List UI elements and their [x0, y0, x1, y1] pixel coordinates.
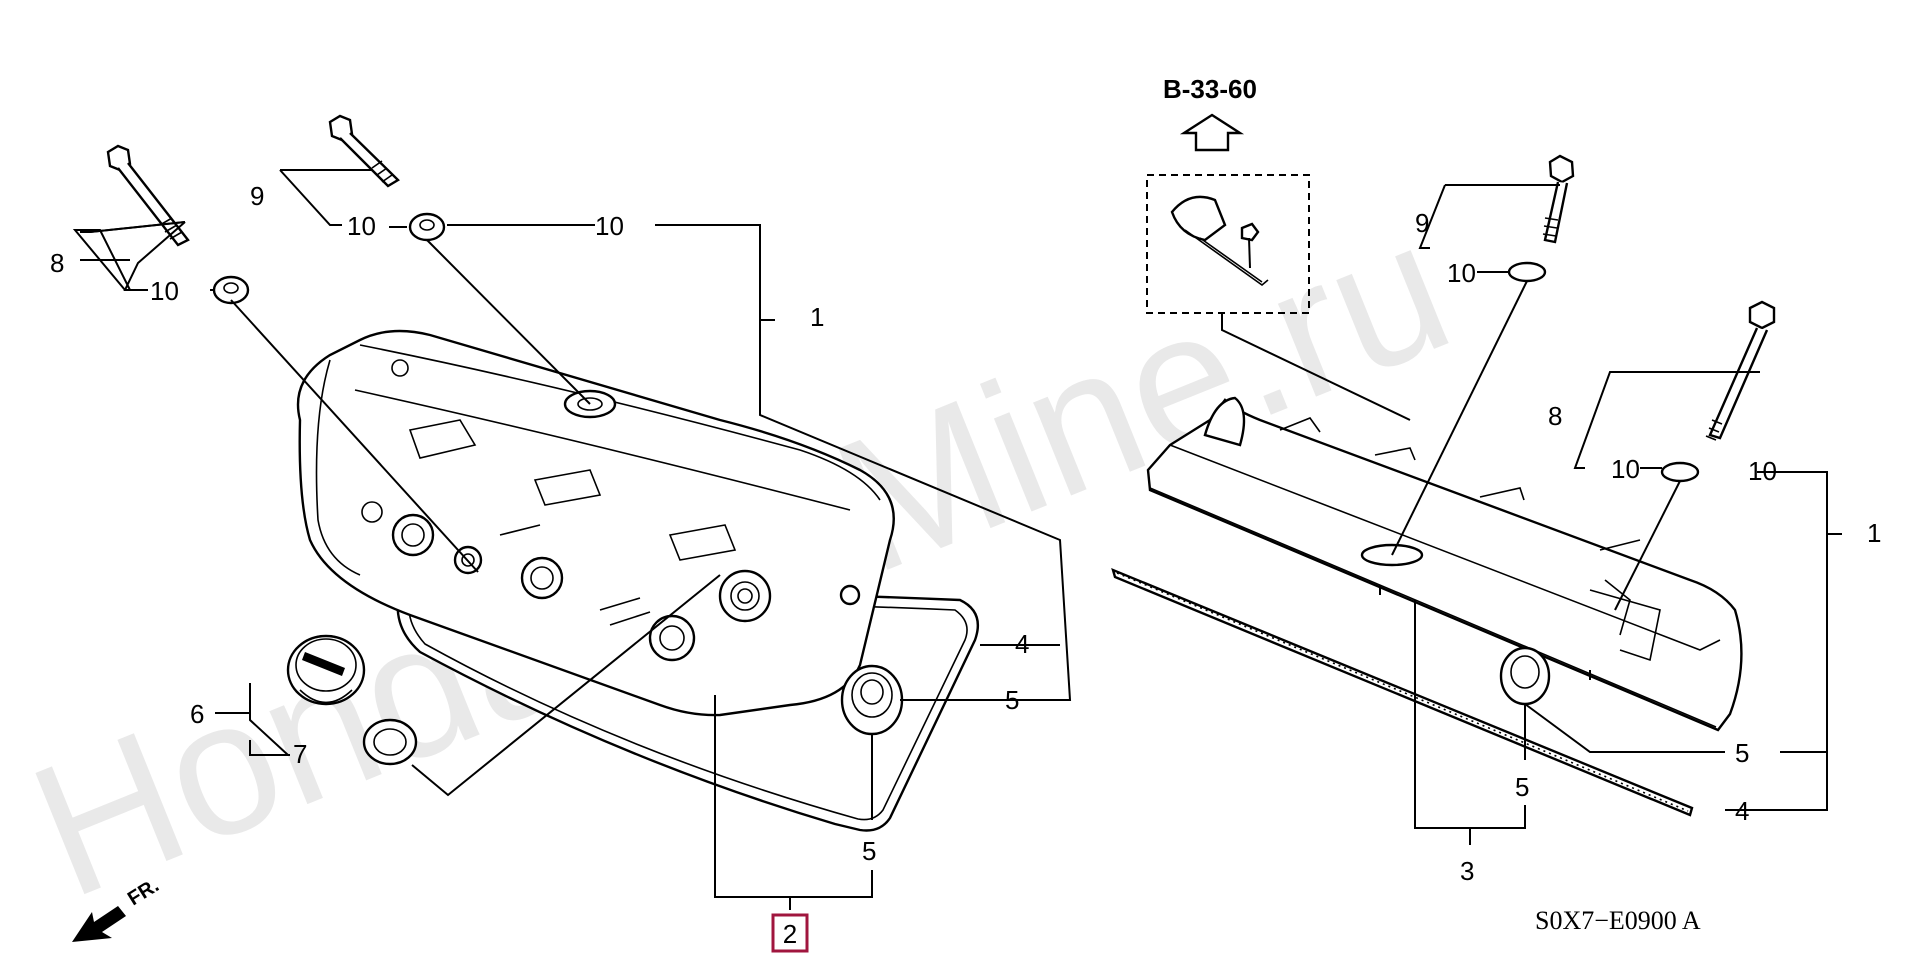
oil-filler-cap-gasket[interactable] [362, 718, 418, 766]
left-head-cover[interactable] [296, 329, 895, 717]
callout-left-washer-top: 10 [595, 211, 624, 241]
clamp-inset [1146, 174, 1310, 314]
front-arrow-icon [72, 906, 126, 942]
left-bolt-short[interactable] [328, 114, 400, 188]
right-washer-short[interactable] [1507, 261, 1547, 283]
right-bolt-long[interactable] [1705, 300, 1776, 441]
callout-right-cover: 1 [1867, 518, 1881, 548]
callout-left-washer-short: 10 [347, 211, 376, 241]
callout-left-seal-b: 5 [862, 836, 876, 866]
callout-right-gasket: 4 [1735, 796, 1749, 826]
callout-right-washer-right: 10 [1748, 456, 1777, 486]
left-leader-lines [72, 169, 1072, 910]
right-head-cover-gasket[interactable] [1111, 567, 1694, 817]
left-washer-top[interactable] [408, 212, 446, 242]
right-bolt-short[interactable] [1542, 154, 1575, 244]
callout-left-cap: 6 [190, 699, 204, 729]
right-washer-long[interactable] [1660, 461, 1700, 483]
callout-right-washer-long: 10 [1611, 454, 1640, 484]
callout-right-bolt-long: 8 [1548, 401, 1562, 431]
callout-left-bolt-long: 8 [50, 248, 64, 278]
reference-label: B-33-60 [1163, 74, 1257, 104]
diagram-code: S0X7−E0900 A [1535, 906, 1701, 935]
right-spark-plug-seal[interactable] [1499, 646, 1551, 706]
oil-filler-cap[interactable] [286, 634, 366, 706]
callout-right-bolt-short: 9 [1415, 208, 1429, 238]
callout-left-cover: 1 [810, 302, 824, 332]
callout-right-seal-b: 5 [1515, 772, 1529, 802]
callout-left-cap-gasket: 7 [293, 739, 307, 769]
callout-right-washer-short: 10 [1447, 258, 1476, 288]
left-spark-plug-seal[interactable] [840, 664, 904, 736]
right-leader-lines [1221, 184, 1842, 845]
right-assembly: B-33-60 [1111, 74, 1881, 886]
left-washer-long[interactable] [212, 275, 250, 305]
left-assembly: 8 10 9 10 10 1 4 5 5 6 7 2 [50, 114, 1072, 953]
callout-right-seal-a: 5 [1735, 738, 1749, 768]
part-number-2-box[interactable]: 2 [771, 913, 809, 953]
callout-right-group: 3 [1460, 856, 1474, 886]
callout-left-washer-long: 10 [150, 276, 179, 306]
callout-left-gasket: 4 [1015, 629, 1029, 659]
part-number-2-label: 2 [783, 919, 797, 949]
reference-arrow-icon [1179, 113, 1245, 152]
callout-left-bolt-short: 9 [250, 181, 264, 211]
callout-left-seal-a: 5 [1005, 685, 1019, 715]
